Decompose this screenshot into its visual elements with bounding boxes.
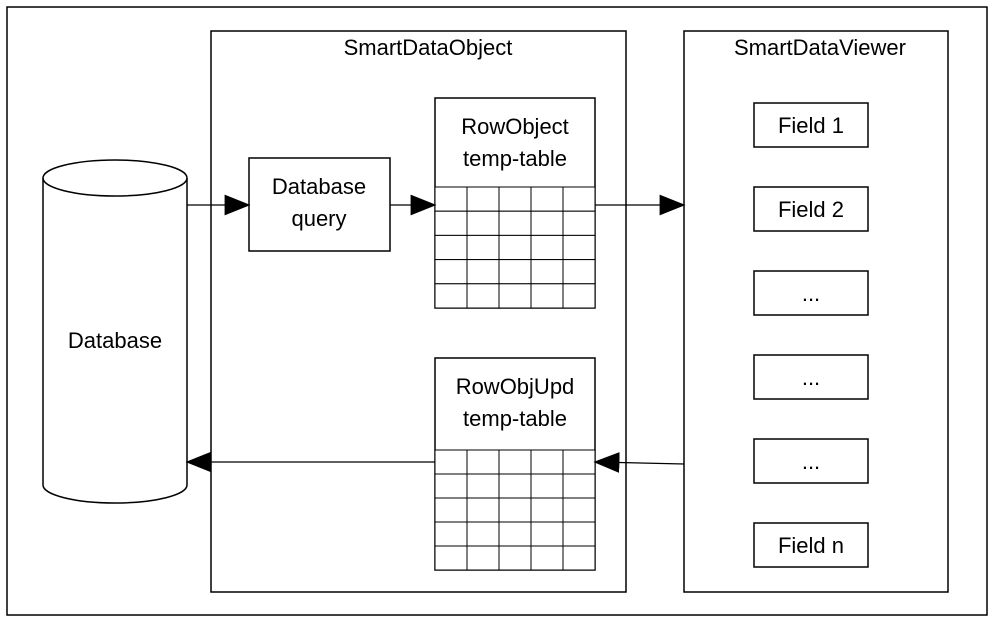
grid-cell bbox=[530, 497, 564, 523]
field-box-6: Field n bbox=[753, 522, 869, 568]
grid-cell bbox=[530, 449, 564, 475]
grid-cell bbox=[434, 259, 468, 285]
grid-cell bbox=[466, 473, 500, 499]
field-label: Field n bbox=[778, 533, 844, 558]
grid-cell bbox=[434, 497, 468, 523]
grid-cell bbox=[466, 283, 500, 309]
grid-cell bbox=[530, 521, 564, 547]
grid-cell bbox=[498, 234, 532, 261]
grid-cell bbox=[498, 545, 532, 571]
field-box-4: ... bbox=[753, 354, 869, 400]
field-label: ... bbox=[802, 449, 820, 474]
grid-cell bbox=[530, 234, 564, 261]
grid-cell bbox=[466, 449, 500, 475]
database-label: Database bbox=[68, 328, 162, 353]
grid-cell bbox=[530, 283, 564, 309]
field-box-1: Field 1 bbox=[753, 102, 869, 148]
database-query-rect bbox=[248, 157, 391, 252]
field-label: ... bbox=[802, 281, 820, 306]
grid-cell bbox=[498, 497, 532, 523]
rowobjupd-label-line1: RowObjUpd bbox=[456, 374, 575, 399]
grid-cell bbox=[562, 449, 596, 475]
grid-cell bbox=[434, 449, 468, 475]
grid-cell bbox=[530, 545, 564, 571]
field-box-3: ... bbox=[753, 270, 869, 316]
database-cylinder-top bbox=[42, 159, 188, 197]
grid-cell bbox=[466, 497, 500, 523]
database-cylinder-body bbox=[42, 178, 188, 504]
grid-cell bbox=[530, 473, 564, 499]
grid-cell bbox=[562, 497, 596, 523]
rowobject-label-line2: temp-table bbox=[463, 146, 567, 171]
grid-cell bbox=[562, 234, 596, 261]
grid-cell bbox=[434, 210, 468, 236]
smart-data-object-panel: SmartDataObject Database query RowObject… bbox=[210, 30, 627, 593]
field-label: Field 2 bbox=[778, 197, 844, 222]
grid-cell bbox=[498, 259, 532, 285]
field-label: ... bbox=[802, 365, 820, 390]
field-rect bbox=[753, 186, 869, 232]
database-cylinder: Database bbox=[42, 159, 188, 504]
grid-cell bbox=[434, 234, 468, 261]
database-query-box: Database query bbox=[248, 157, 391, 252]
rowobject-grid bbox=[434, 186, 596, 309]
database-query-label-line1: Database bbox=[272, 174, 366, 199]
rowobjupd-temp-table: RowObjUpd temp-table bbox=[434, 357, 596, 571]
grid-cell bbox=[562, 473, 596, 499]
field-rect bbox=[753, 354, 869, 400]
grid-cell bbox=[434, 473, 468, 499]
smart-data-object-title: SmartDataObject bbox=[344, 35, 513, 60]
grid-cell bbox=[530, 210, 564, 236]
grid-cell bbox=[498, 473, 532, 499]
arrow-viewer-to-rowobjupd bbox=[593, 452, 685, 473]
field-box-2: Field 2 bbox=[753, 186, 869, 232]
grid-cell bbox=[466, 521, 500, 547]
rowobjupd-label-line2: temp-table bbox=[463, 406, 567, 431]
field-rect bbox=[753, 522, 869, 568]
grid-cell bbox=[562, 521, 596, 547]
grid-cell bbox=[434, 545, 468, 571]
grid-cell bbox=[498, 210, 532, 236]
grid-cell bbox=[530, 259, 564, 285]
grid-cell bbox=[562, 545, 596, 571]
grid-cell bbox=[466, 210, 500, 236]
smart-data-viewer-title: SmartDataViewer bbox=[734, 35, 906, 60]
field-label: Field 1 bbox=[778, 113, 844, 138]
field-rect bbox=[753, 438, 869, 484]
grid-cell bbox=[466, 545, 500, 571]
field-rect bbox=[753, 102, 869, 148]
grid-cell bbox=[498, 521, 532, 547]
grid-cell bbox=[562, 210, 596, 236]
grid-cell bbox=[562, 186, 596, 212]
grid-cell bbox=[434, 283, 468, 309]
grid-cell bbox=[562, 259, 596, 285]
field-box-5: ... bbox=[753, 438, 869, 484]
grid-cell bbox=[562, 283, 596, 309]
rowobject-label-line1: RowObject bbox=[461, 114, 569, 139]
grid-cell bbox=[434, 186, 468, 212]
grid-cell bbox=[498, 283, 532, 309]
rowobjupd-grid bbox=[434, 449, 596, 571]
grid-cell bbox=[530, 186, 564, 212]
database-query-label-line2: query bbox=[291, 206, 346, 231]
grid-cell bbox=[498, 449, 532, 475]
rowobject-temp-table: RowObject temp-table bbox=[434, 97, 596, 309]
grid-cell bbox=[466, 259, 500, 285]
grid-cell bbox=[434, 521, 468, 547]
field-rect bbox=[753, 270, 869, 316]
grid-cell bbox=[498, 186, 532, 212]
grid-cell bbox=[466, 234, 500, 261]
smart-data-viewer-panel: SmartDataViewer Field 1 Field 2 ... ... … bbox=[683, 30, 949, 593]
grid-cell bbox=[466, 186, 500, 212]
